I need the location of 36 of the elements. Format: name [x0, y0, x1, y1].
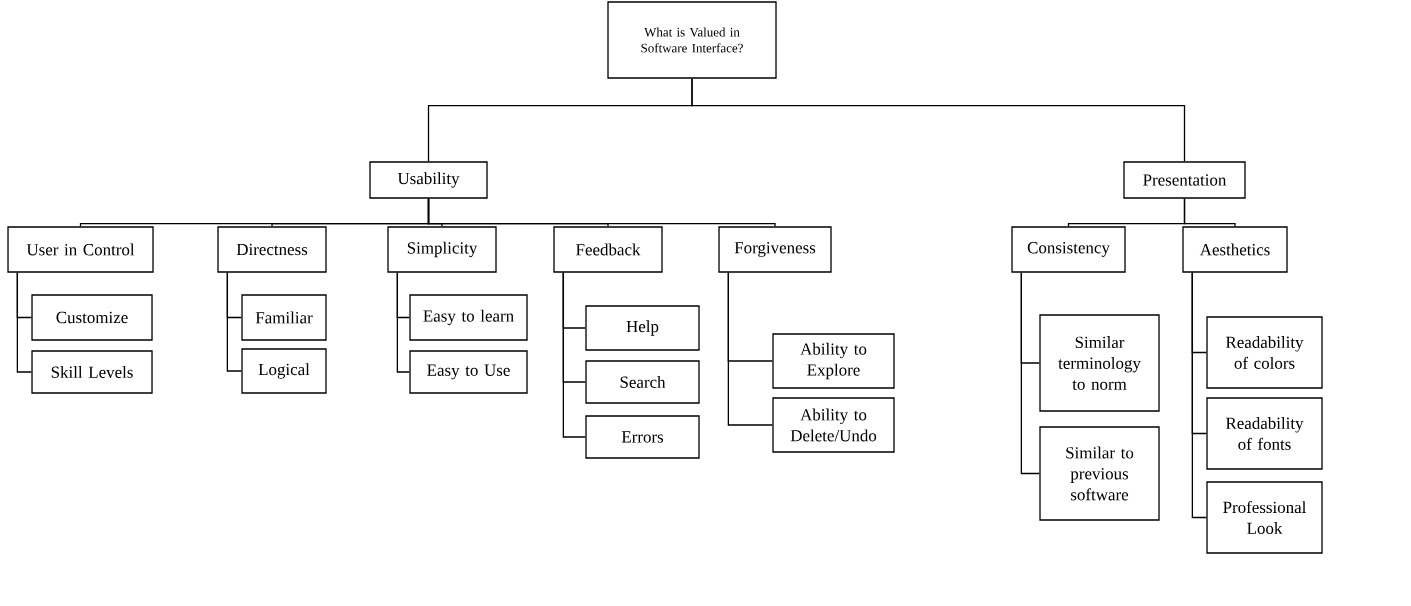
title-box: What is Valued in Software Interface? — [607, 1, 777, 79]
item-box: Ability to Delete/Undo — [772, 397, 895, 453]
item-box: Aesthetics — [1182, 226, 1288, 273]
item-box: Simplicity — [387, 226, 497, 273]
connector-line — [1191, 272, 1207, 519]
connector-line — [226, 272, 242, 372]
item-box: Readability of colors — [1206, 316, 1323, 389]
connector-line — [1183, 198, 1236, 227]
item-box: Search — [585, 360, 700, 404]
category-box: Usability — [369, 161, 488, 199]
item-box: Help — [585, 305, 700, 351]
item-box: Feedback — [553, 226, 663, 273]
connector-line — [427, 198, 776, 227]
item-box: Consistency — [1011, 226, 1126, 273]
item-box: Directness — [217, 226, 327, 273]
connector-line — [562, 272, 586, 438]
connector-line — [1020, 272, 1040, 475]
connector-line — [16, 272, 32, 373]
item-box: Ability to Explore — [772, 333, 895, 389]
item-box: User in Control — [7, 226, 154, 273]
item-box: Skill Levels — [31, 350, 153, 394]
item-box: Errors — [585, 415, 700, 459]
item-box: Similar terminology to norm — [1039, 314, 1160, 412]
item-box: Readability of fonts — [1206, 397, 1323, 470]
item-box: Professional Look — [1206, 481, 1323, 554]
item-box: Forgiveness — [718, 226, 832, 273]
item-box: Easy to Use — [409, 350, 528, 394]
item-box: Easy to learn — [409, 294, 528, 341]
connector-line — [396, 272, 410, 373]
item-box: Customize — [31, 294, 153, 341]
item-box: Familiar — [241, 294, 327, 341]
category-box: Presentation — [1123, 161, 1246, 199]
item-box: Similar to previous software — [1039, 426, 1160, 521]
connector-line — [727, 272, 773, 426]
connector-line — [691, 78, 1186, 162]
item-box: Logical — [241, 348, 327, 394]
